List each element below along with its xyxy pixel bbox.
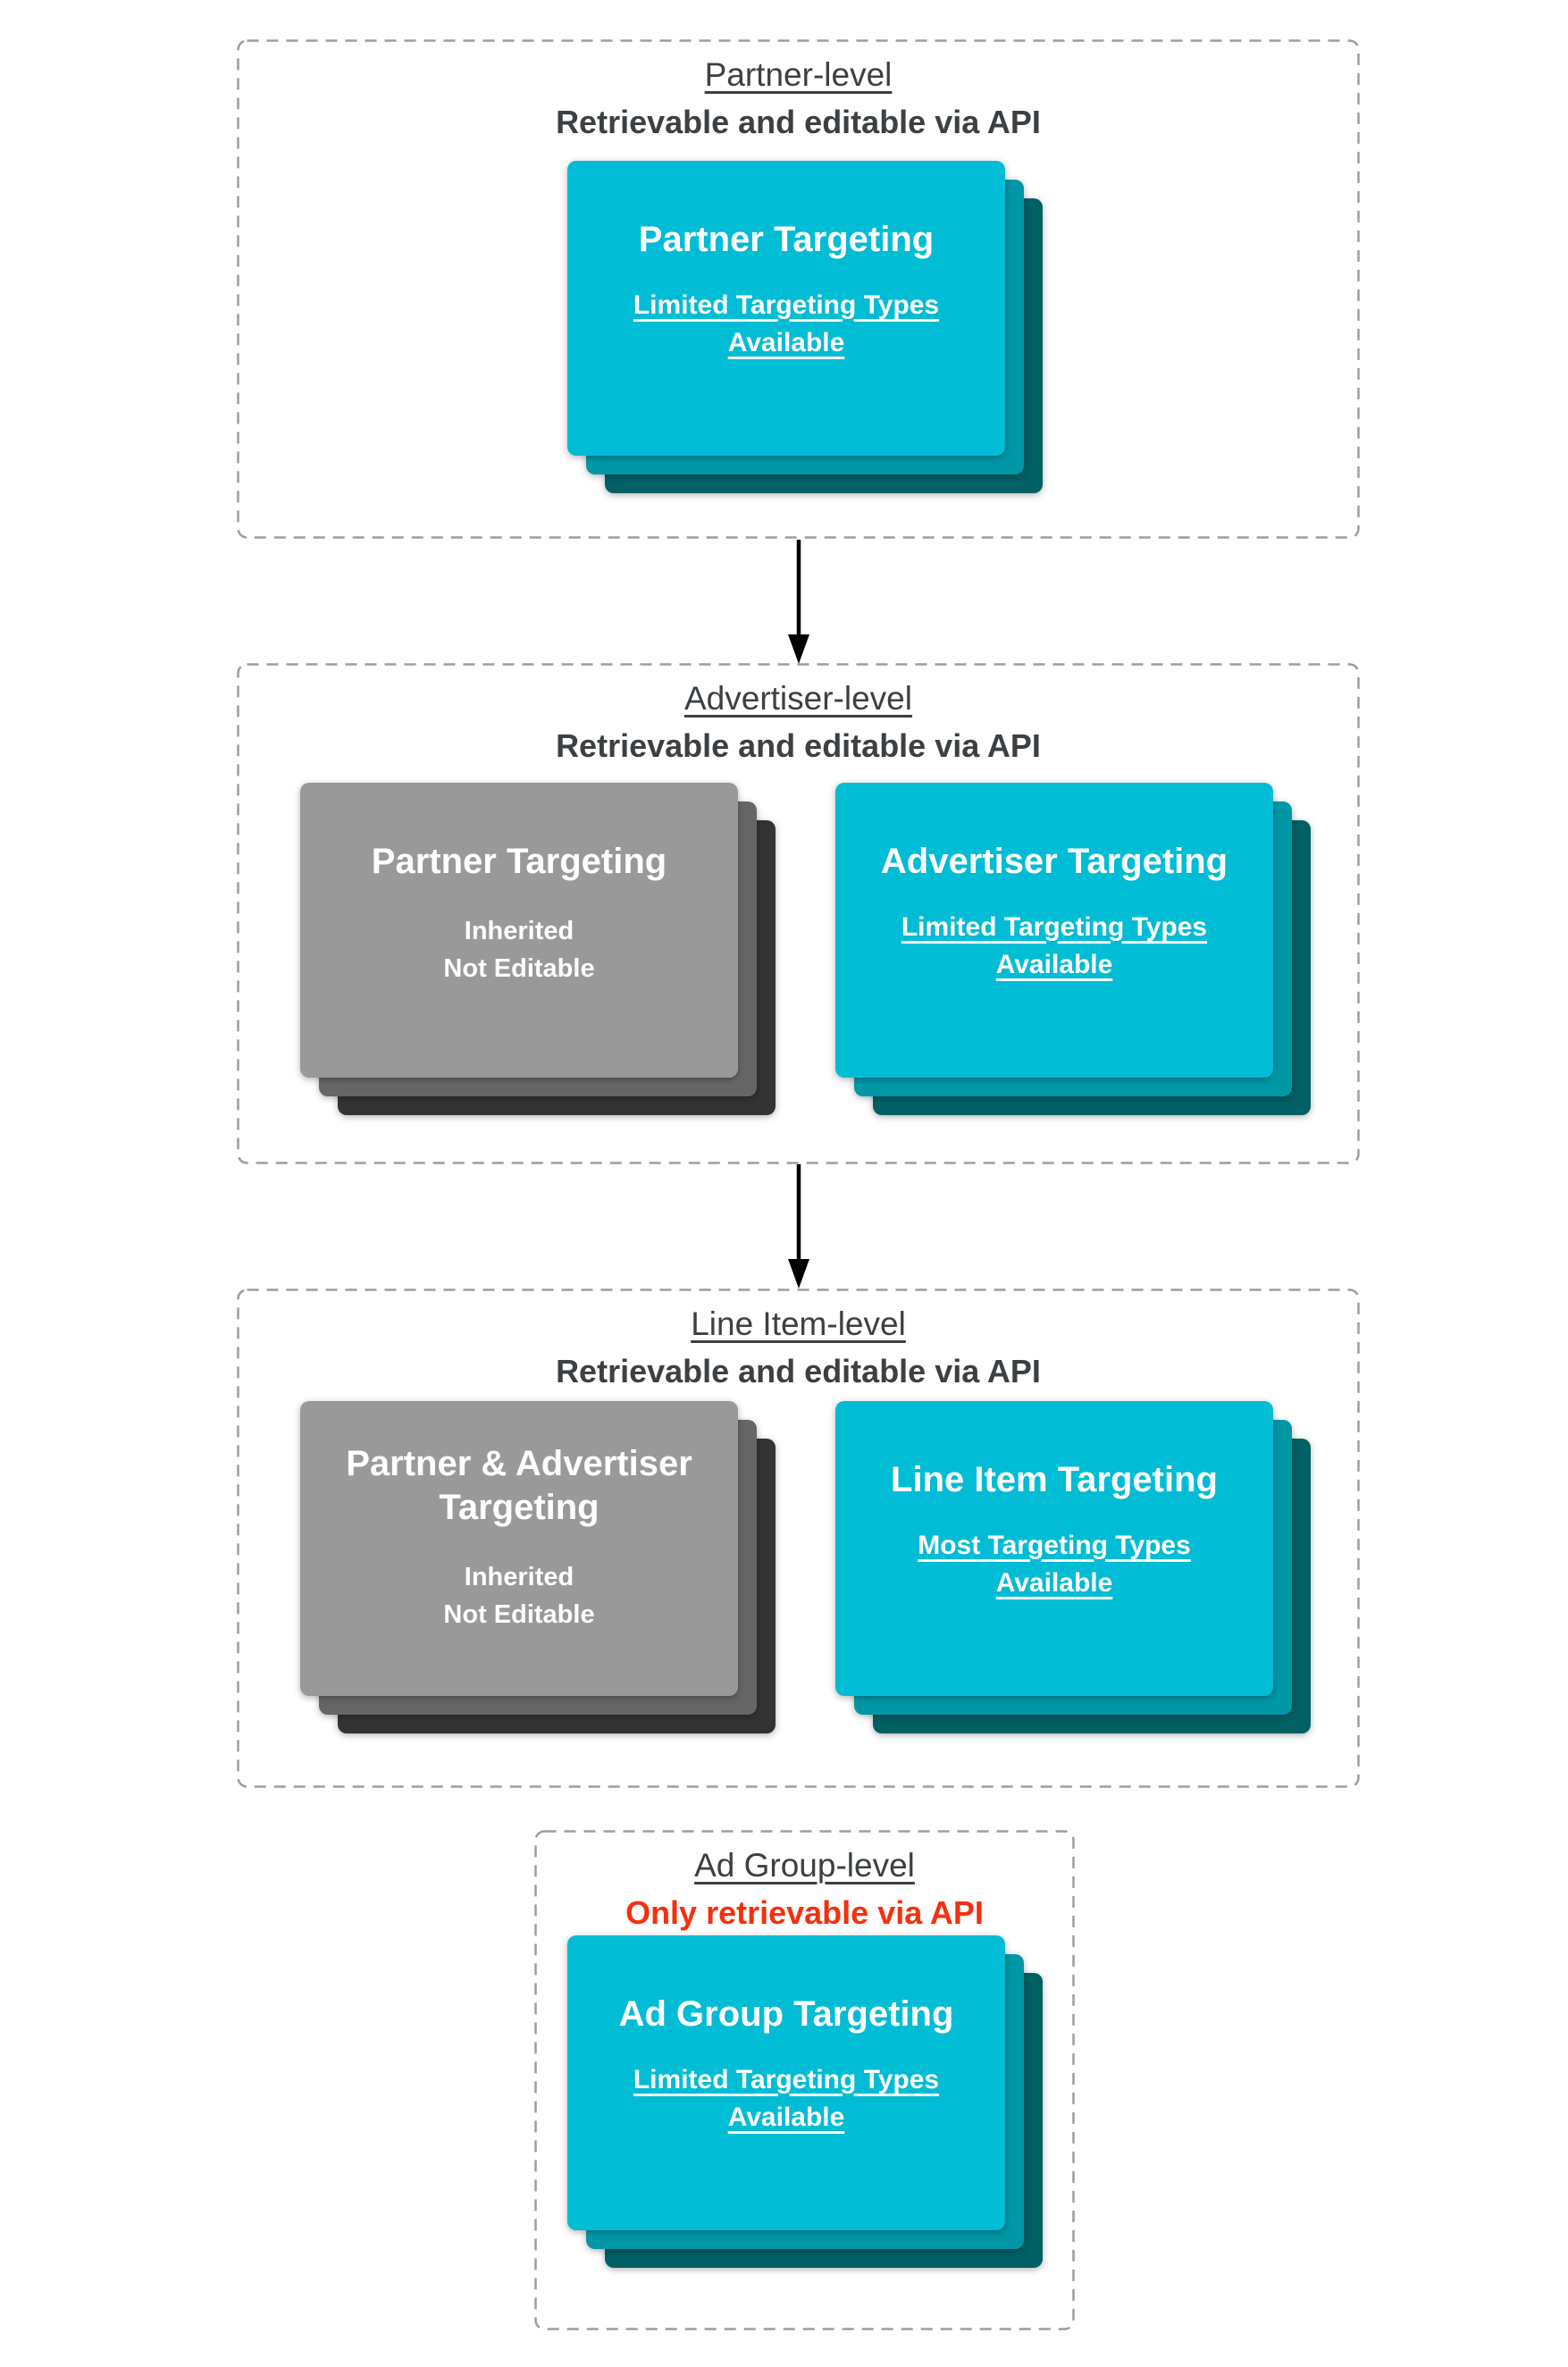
section-subtitle: Retrievable and editable via API bbox=[556, 726, 1041, 764]
section-title: Ad Group-level bbox=[694, 1847, 915, 1884]
section-subtitle: Retrievable and editable via API bbox=[556, 103, 1041, 140]
card-front-layer: Partner Targeting Limited Targeting Type… bbox=[567, 161, 1005, 456]
section-advertiser-level: Advertiser-level Retrievable and editabl… bbox=[237, 663, 1360, 1164]
card-note: Inherited bbox=[464, 1562, 574, 1591]
card-title: Partner Targeting bbox=[371, 842, 667, 881]
card-inherited-partner-advertiser-targeting: Partner & Advertiser Targeting Inherited… bbox=[300, 1401, 776, 1733]
section-title: Line Item-level bbox=[691, 1305, 906, 1342]
section-title: Partner-level bbox=[704, 56, 893, 93]
section-ad-group-level: Ad Group-level Only retrievable via API … bbox=[534, 1830, 1075, 2330]
section-subtitle: Retrievable and editable via API bbox=[556, 1352, 1041, 1389]
card-partner-targeting: Partner Targeting Limited Targeting Type… bbox=[567, 161, 1043, 493]
section-heading: Ad Group-level Only retrievable via API bbox=[534, 1846, 1075, 1932]
card-subtitle: Most Targeting Types Available bbox=[918, 1530, 1191, 1599]
section-heading: Partner-level Retrievable and editable v… bbox=[237, 55, 1360, 141]
card-note: Not Editable bbox=[443, 1599, 595, 1629]
card-note: Not Editable bbox=[443, 953, 595, 983]
card-subtitle: Limited Targeting Types Available bbox=[901, 911, 1208, 980]
card-front-layer: Partner Targeting Inherited Not Editable bbox=[300, 783, 738, 1078]
card-subtitle: Limited Targeting Types Available bbox=[633, 2064, 940, 2133]
arrow-down-icon bbox=[788, 1164, 809, 1288]
card-inherited-partner-targeting: Partner Targeting Inherited Not Editable bbox=[300, 783, 776, 1115]
card-ad-group-targeting: Ad Group Targeting Limited Targeting Typ… bbox=[567, 1935, 1043, 2268]
card-title: Advertiser Targeting bbox=[880, 842, 1228, 881]
card-title: Partner Targeting bbox=[638, 220, 935, 259]
card-title: Partner & Advertiser Targeting bbox=[346, 1444, 692, 1527]
card-front-layer: Advertiser Targeting Limited Targeting T… bbox=[835, 783, 1273, 1078]
arrow-down-icon bbox=[788, 540, 809, 664]
card-title: Line Item Targeting bbox=[891, 1460, 1218, 1499]
section-title: Advertiser-level bbox=[684, 680, 912, 717]
section-heading: Advertiser-level Retrievable and editabl… bbox=[237, 679, 1360, 765]
card-title: Ad Group Targeting bbox=[618, 1994, 954, 2034]
section-heading: Line Item-level Retrievable and editable… bbox=[237, 1305, 1360, 1390]
card-front-layer: Partner & Advertiser Targeting Inherited… bbox=[300, 1401, 738, 1696]
card-front-layer: Line Item Targeting Most Targeting Types… bbox=[835, 1401, 1273, 1696]
card-line-item-targeting: Line Item Targeting Most Targeting Types… bbox=[835, 1401, 1311, 1733]
card-subtitle: Limited Targeting Types Available bbox=[633, 290, 940, 358]
section-line-item-level: Line Item-level Retrievable and editable… bbox=[237, 1288, 1360, 1788]
section-partner-level: Partner-level Retrievable and editable v… bbox=[237, 39, 1360, 539]
card-front-layer: Ad Group Targeting Limited Targeting Typ… bbox=[567, 1935, 1005, 2230]
card-advertiser-targeting: Advertiser Targeting Limited Targeting T… bbox=[835, 783, 1311, 1115]
card-note: Inherited bbox=[464, 916, 574, 945]
section-subtitle: Only retrievable via API bbox=[625, 1893, 984, 1931]
